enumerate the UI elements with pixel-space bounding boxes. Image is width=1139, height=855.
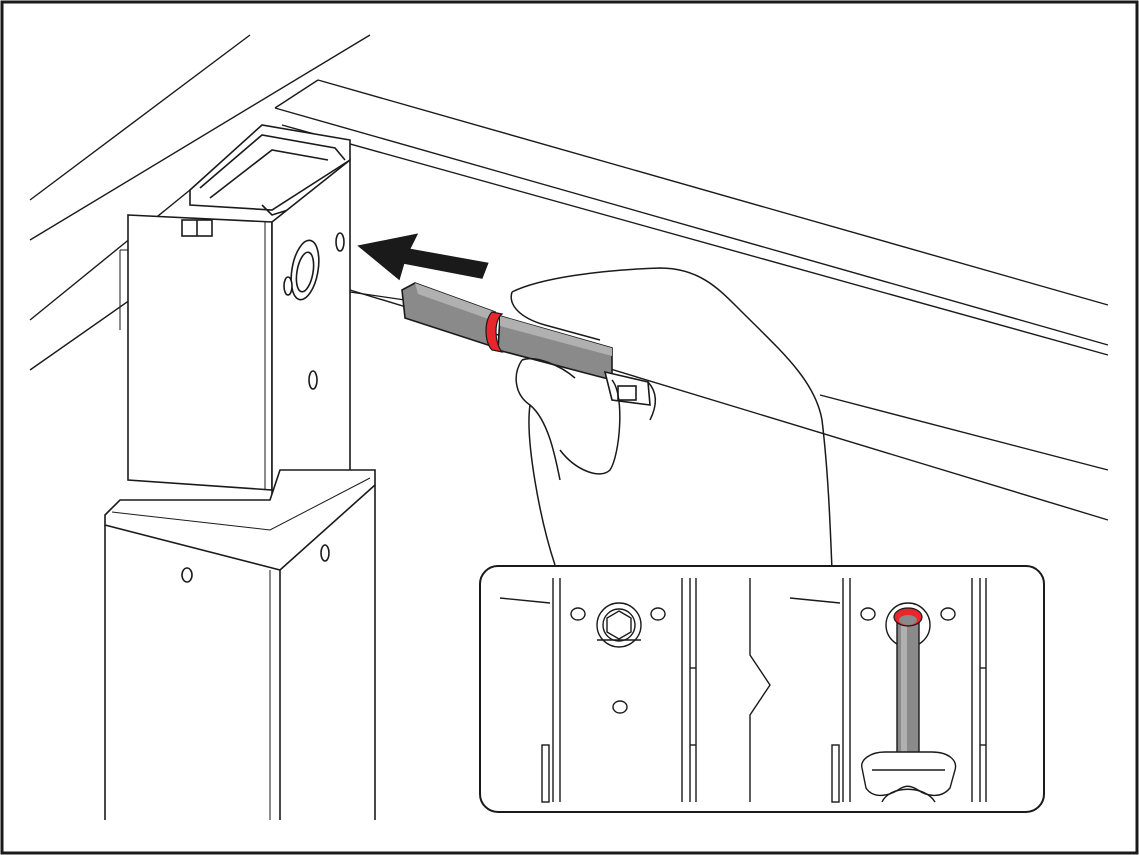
side-beam xyxy=(274,79,1109,521)
insertion-arrow xyxy=(352,230,492,284)
upper-leg-column xyxy=(119,124,351,542)
socket-without-key-view xyxy=(499,578,697,803)
red-marker-ring xyxy=(485,311,504,353)
view-divider xyxy=(749,578,771,802)
hex-key-tool xyxy=(349,282,651,406)
table-top-edge xyxy=(29,34,371,371)
hand-outline xyxy=(510,267,833,571)
inset-detail-panel xyxy=(479,565,1045,813)
socket-with-key-view xyxy=(789,578,987,803)
lower-leg-column xyxy=(104,469,376,820)
